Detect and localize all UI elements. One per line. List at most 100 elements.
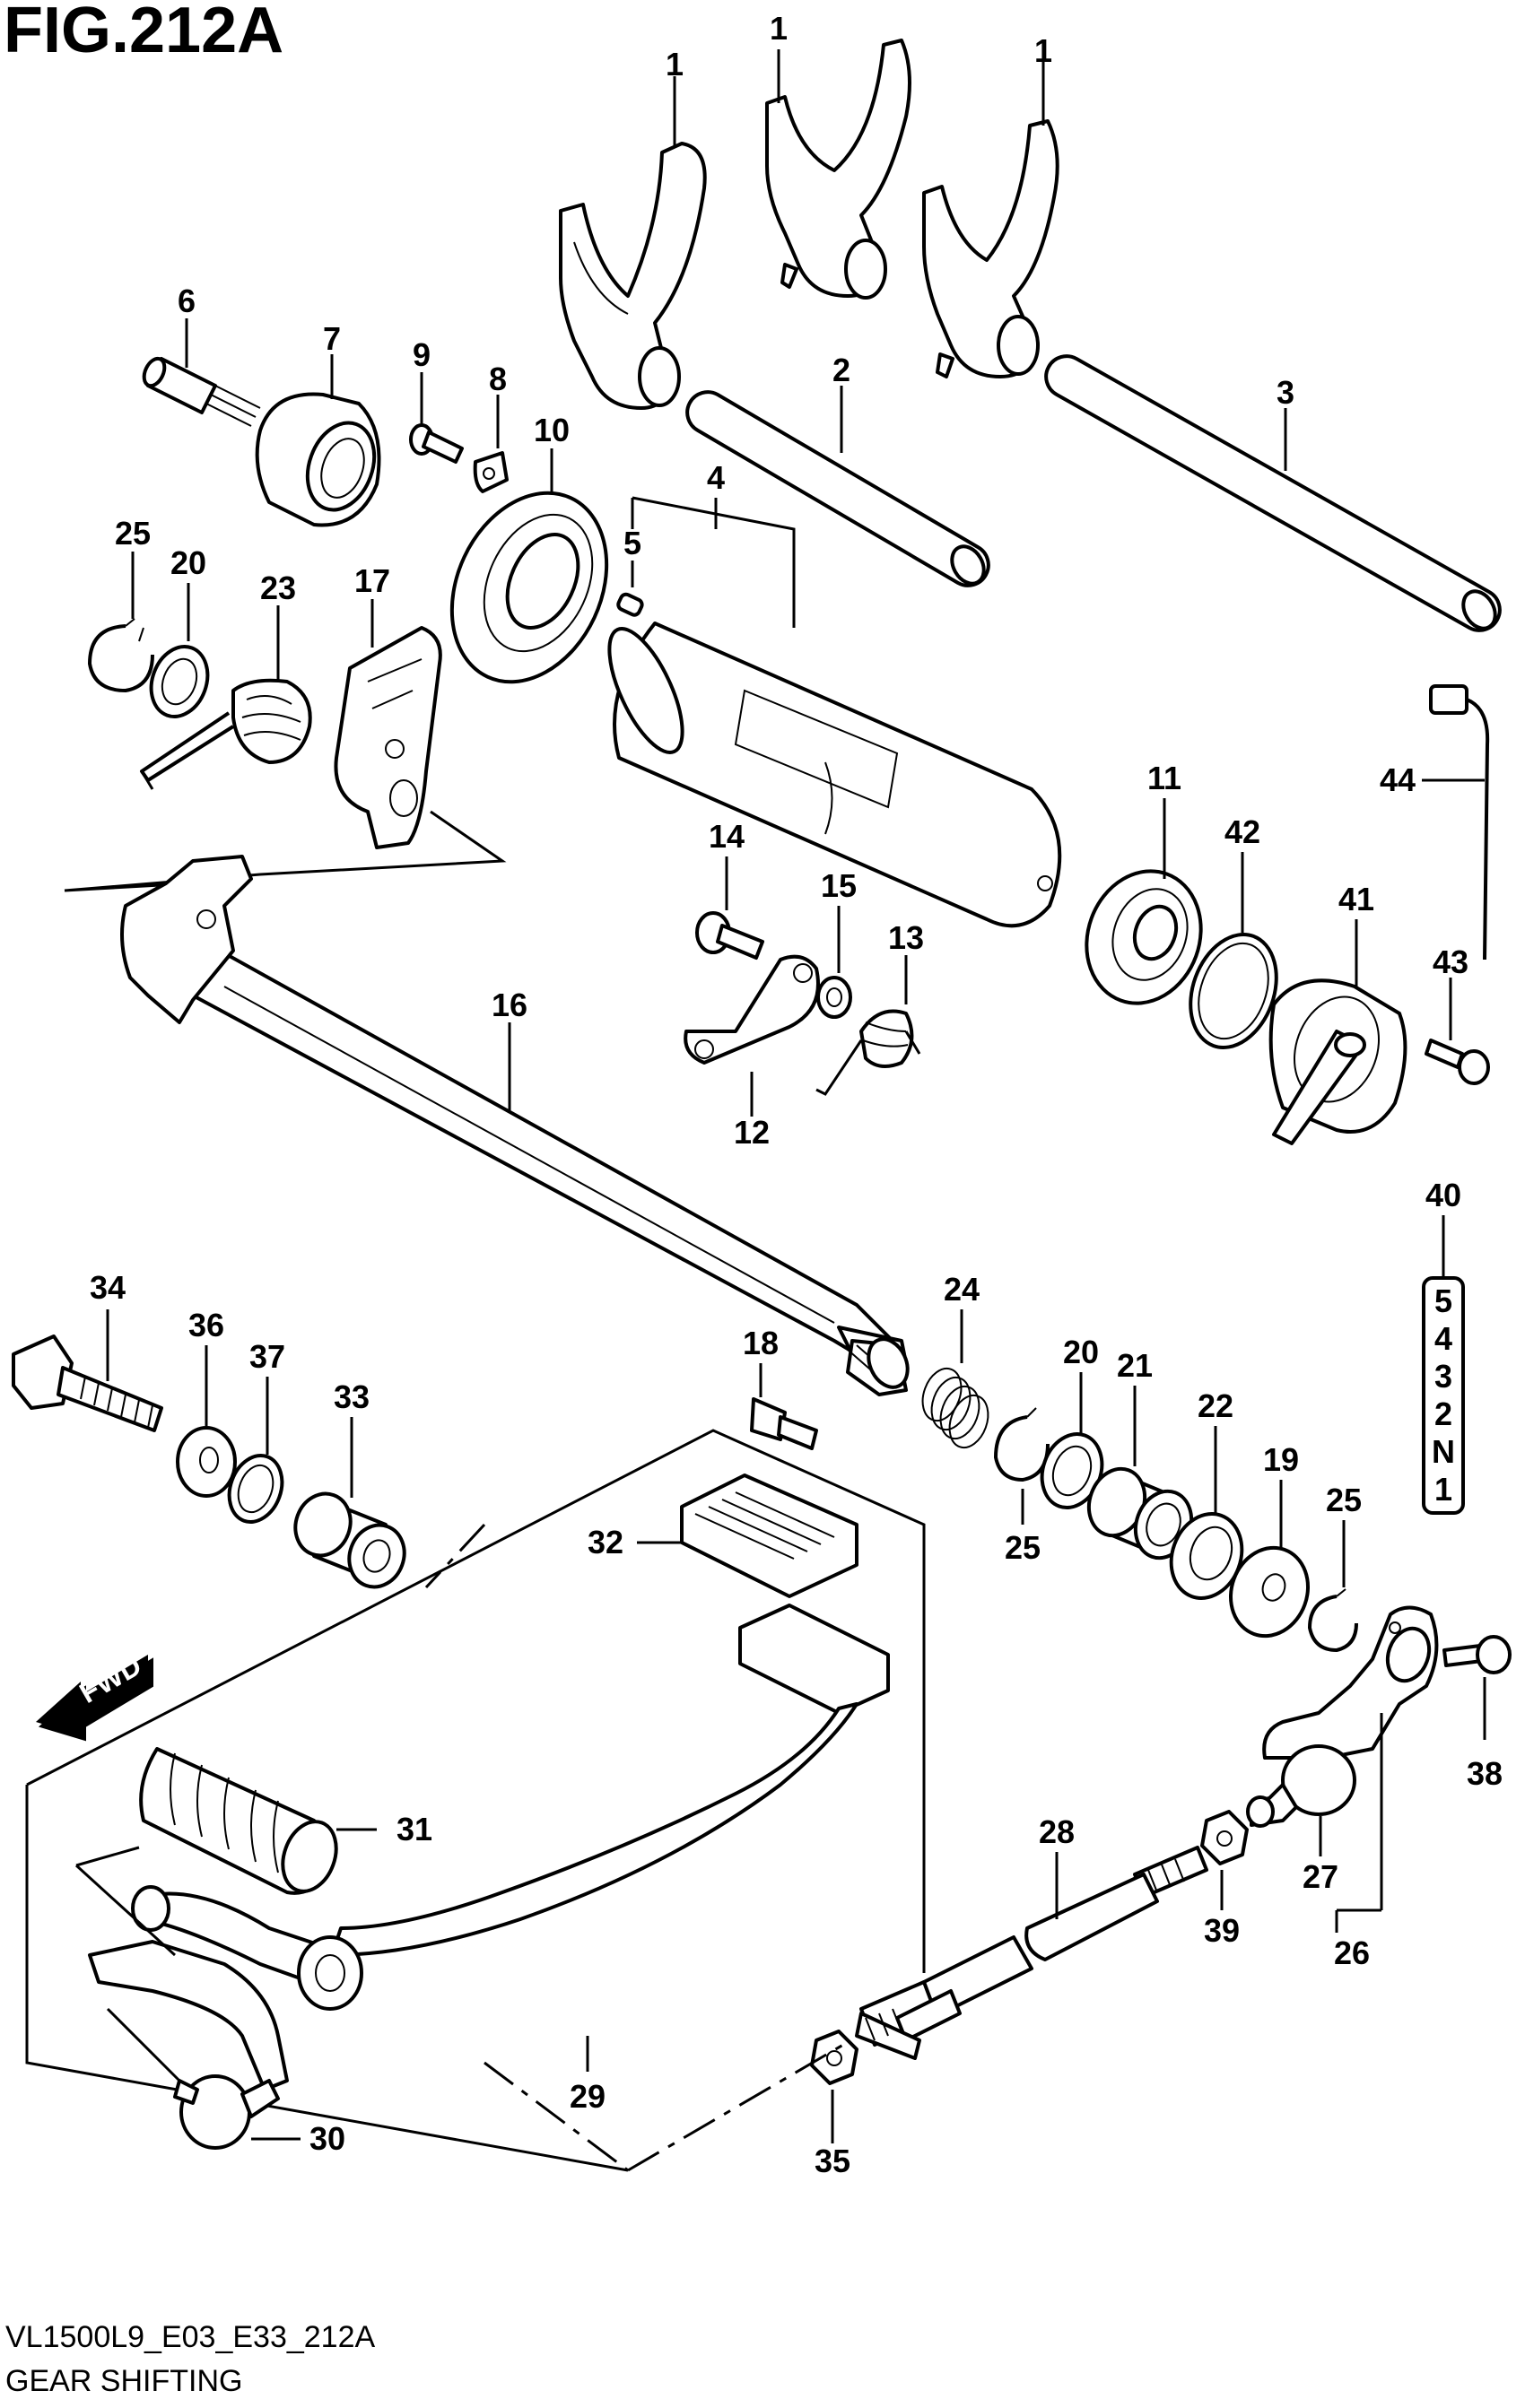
callout-42: 42 [1224,813,1260,850]
tie-rod-joint-upper[interactable] [1246,1744,1356,1828]
callout-25: 25 [115,515,151,552]
cam-plate[interactable] [334,626,442,849]
shift-fork-left[interactable] [559,142,707,410]
forward-direction-arrow: FWD [36,1648,153,1742]
shift-pedal[interactable] [88,1604,890,2091]
callout-35: 35 [815,2143,850,2179]
callout-43: 43 [1433,943,1468,980]
callout-1: 1 [770,10,788,47]
callout-44: 44 [1380,761,1416,798]
callout-37: 37 [249,1338,285,1375]
washer-right[interactable] [1033,1426,1112,1517]
gear-position-switch[interactable] [1268,978,1407,1145]
section-name: GEAR SHIFTING [5,2364,242,2398]
callout-19: 19 [1263,1441,1299,1478]
lead-wire[interactable] [1429,684,1490,961]
pedal-rubber-upper[interactable] [680,1473,858,1598]
gear-position-4: 4 [1434,1320,1452,1357]
gear-position-n: N [1432,1433,1455,1470]
pedal-ring[interactable] [221,1448,292,1530]
callout-26: 26 [1334,1934,1370,1971]
gearshift-cam[interactable] [595,619,1062,928]
gear-position-3: 3 [1434,1358,1452,1395]
callout-27: 27 [1303,1858,1338,1895]
tie-rod-joint-lower[interactable] [173,2074,280,2150]
cam-stopper[interactable] [255,392,386,527]
callout-30: 30 [309,2120,345,2157]
thrust-washer[interactable] [1218,1537,1320,1647]
shift-fork-right[interactable] [922,119,1059,378]
callout-28: 28 [1039,1813,1075,1850]
callout-22: 22 [1198,1387,1233,1424]
callout-39: 39 [1204,1912,1240,1949]
lock-plate[interactable] [473,451,509,493]
dowel-pin[interactable] [140,355,261,427]
shift-arm[interactable] [684,954,820,1065]
arm-spring[interactable] [815,1009,921,1096]
callout-23: 23 [260,569,296,606]
shaft-spring[interactable] [916,1363,995,1453]
fork-shaft-2[interactable] [685,390,990,589]
callout-36: 36 [188,1307,224,1343]
arm-washer[interactable] [816,976,852,1019]
o-ring[interactable] [1175,923,1291,1060]
oil-seal[interactable] [1160,1504,1253,1608]
needle-bearing[interactable] [1080,1461,1200,1566]
pedal-bolt[interactable] [12,1334,163,1432]
pedal-rubber-lower[interactable] [139,1747,345,1899]
callout-13: 13 [888,919,924,956]
callout-20: 20 [1063,1334,1099,1370]
callout-9: 9 [413,336,431,373]
callout-4: 4 [707,459,725,496]
gear-position-1: 1 [1434,1471,1452,1508]
rod-nut-lower[interactable] [810,2030,858,2085]
callout-1: 1 [1034,32,1052,69]
rod-nut-upper[interactable] [1200,1810,1249,1865]
figure-title: FIG.212A [4,0,283,66]
callout-34: 34 [90,1269,126,1306]
callout-32: 32 [588,1524,623,1560]
callout-6: 6 [178,283,196,319]
stopper-spring[interactable] [140,678,312,790]
callout-7: 7 [323,320,341,357]
callout-5: 5 [623,525,641,561]
callout-31: 31 [396,1811,432,1847]
shift-rod[interactable] [855,1846,1208,2060]
stopper-screw[interactable] [409,423,464,464]
gearshift-shaft[interactable] [120,855,915,1396]
arm-bolt[interactable] [695,911,764,960]
callout-8: 8 [489,361,507,397]
callout-21: 21 [1117,1347,1153,1384]
gear-indicator: 5 4 3 2 N 1 [1422,1276,1465,1515]
switch-bolt[interactable] [1425,1039,1490,1085]
model-code: VL1500L9_E03_E33_212A [5,2320,375,2354]
pedal-spacer[interactable] [287,1486,413,1595]
fork-shaft-3[interactable] [1044,354,1502,634]
callout-14: 14 [709,818,745,855]
circlip-right[interactable] [1308,1588,1358,1652]
lever-bolt[interactable] [1442,1635,1512,1674]
circlip-middle[interactable] [994,1407,1050,1482]
callout-20: 20 [170,544,206,581]
callout-12: 12 [734,1114,770,1151]
gear-position-2: 2 [1434,1395,1452,1432]
callout-40: 40 [1425,1177,1461,1213]
washer-left[interactable] [142,639,217,725]
cam-bearing-left[interactable] [423,467,636,707]
callout-3: 3 [1277,374,1294,411]
cam-bearing-right[interactable] [1068,855,1219,1019]
callout-10: 10 [534,412,570,448]
callout-38: 38 [1467,1755,1503,1792]
callout-25: 25 [1005,1529,1041,1566]
callout-41: 41 [1338,881,1374,917]
callout-16: 16 [492,987,527,1023]
callout-24: 24 [944,1271,980,1308]
circlip-left[interactable] [88,618,154,692]
callout-15: 15 [821,867,857,904]
callout-1: 1 [666,46,684,83]
pedal-washer[interactable] [176,1426,237,1498]
cam-pin[interactable] [616,592,644,617]
callout-25: 25 [1326,1482,1362,1518]
stop-bolt[interactable] [750,1397,818,1450]
shift-fork-center[interactable] [765,39,911,300]
